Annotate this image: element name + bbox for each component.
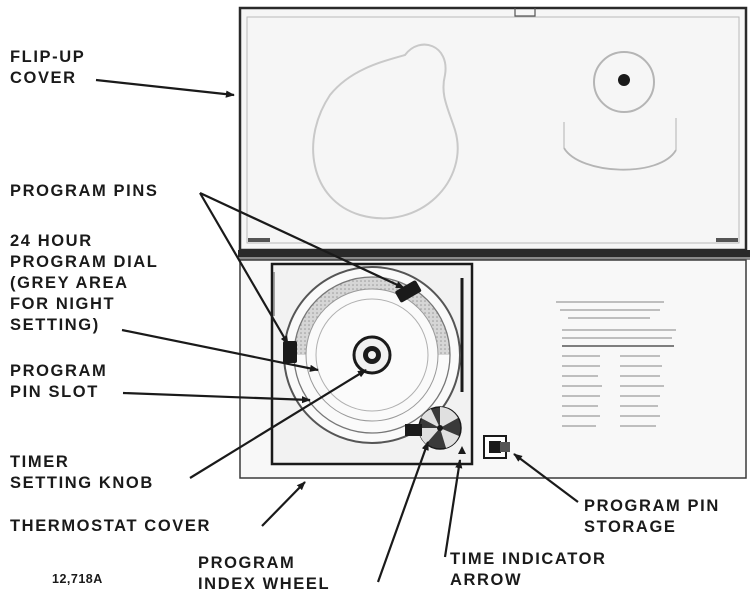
- flip-up-cover-panel: [238, 6, 748, 252]
- leader-program-index-wheel: [376, 441, 430, 583]
- time-indicator-arrow-mark: [458, 446, 466, 454]
- leader-program-pin-storage: [513, 453, 579, 503]
- program-pin-left: [283, 341, 297, 363]
- program-index-wheel: [405, 406, 462, 450]
- label-line: PROGRAM PINS: [10, 182, 159, 200]
- instruction-plate: [556, 301, 676, 427]
- label-line: PROGRAM DIAL: [10, 253, 159, 271]
- label-program-index-wheel: PROGRAM INDEX WHEEL: [198, 553, 330, 595]
- label-line: PIN SLOT: [10, 383, 99, 401]
- label-line: PROGRAM: [10, 362, 108, 380]
- program-dial: [283, 266, 461, 444]
- label-line: ARROW: [450, 571, 523, 589]
- label-time-indicator-arrow: TIME INDICATOR ARROW: [450, 549, 607, 591]
- label-program-pin-storage: PROGRAM PIN STORAGE: [584, 496, 720, 538]
- label-timer-setting-knob: TIMER SETTING KNOB: [10, 452, 154, 494]
- leader-thermostat-cover: [261, 481, 306, 527]
- label-line: FOR NIGHT: [10, 295, 116, 313]
- label-line: PROGRAM PIN: [584, 497, 720, 515]
- label-line: PROGRAM: [198, 554, 296, 572]
- program-pin-top: [395, 280, 422, 303]
- label-line: SETTING KNOB: [10, 474, 154, 492]
- cover-hinge: [238, 250, 750, 257]
- label-line: SETTING): [10, 316, 100, 334]
- label-line: (GREY AREA: [10, 274, 129, 292]
- label-line: INDEX WHEEL: [198, 575, 331, 593]
- label-line: TIMER: [10, 453, 70, 471]
- leader-program-pins-top: [199, 192, 405, 289]
- label-program-dial: 24 HOUR PROGRAM DIAL (GREY AREA FOR NIGH…: [10, 231, 158, 336]
- label-line: FLIP-UP: [10, 48, 86, 66]
- leader-program-pins-left: [199, 192, 289, 345]
- leader-flip-up-cover: [95, 78, 235, 98]
- label-line: 24 HOUR: [10, 232, 93, 250]
- leader-time-indicator-arrow: [443, 459, 463, 558]
- label-thermostat-cover: THERMOSTAT COVER: [10, 516, 211, 537]
- leader-program-dial: [121, 328, 319, 372]
- leader-timer-setting-knob: [189, 369, 367, 479]
- label-line: THERMOSTAT COVER: [10, 517, 211, 535]
- label-flip-up-cover: FLIP-UP COVER: [10, 47, 85, 89]
- label-line: STORAGE: [584, 518, 677, 536]
- label-line: COVER: [10, 69, 77, 87]
- label-line: TIME INDICATOR: [450, 550, 607, 568]
- figure-number: 12,718A: [52, 572, 103, 586]
- label-program-pin-slot: PROGRAM PIN SLOT: [10, 361, 107, 403]
- leader-program-pin-slot: [122, 391, 311, 404]
- program-pin-storage: [483, 435, 510, 459]
- label-program-pins: PROGRAM PINS: [10, 181, 158, 202]
